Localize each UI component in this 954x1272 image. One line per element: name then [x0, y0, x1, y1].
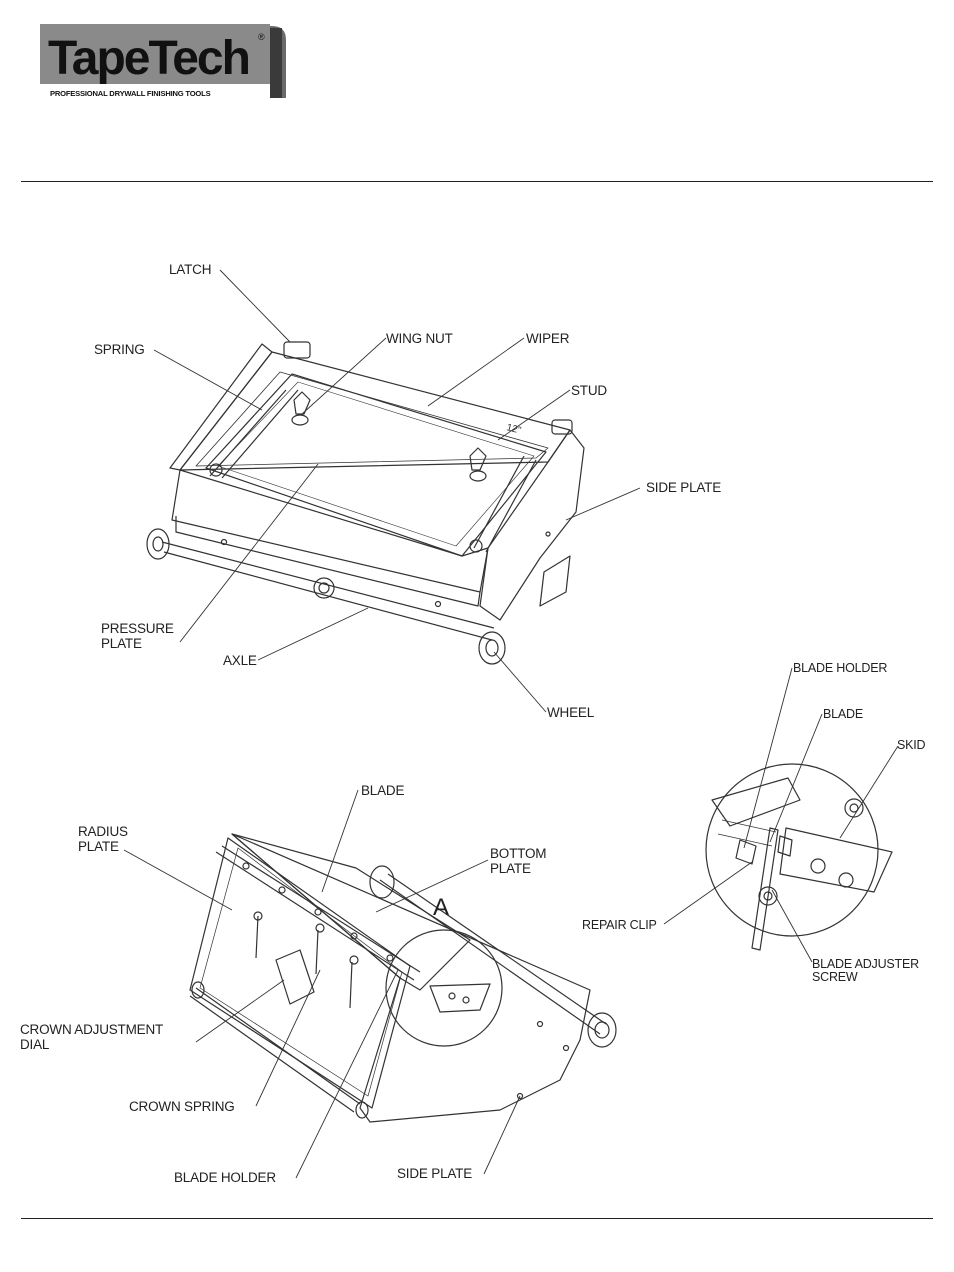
label-detail-blade: BLADE	[823, 707, 863, 722]
label-detail-skid: SKID	[897, 738, 925, 753]
top-assembly-drawing	[147, 342, 584, 664]
size-marking: 12"	[505, 422, 522, 436]
bottom-assembly-drawing	[190, 834, 616, 1122]
label-detail-repair-clip: REPAIR CLIP	[582, 918, 657, 933]
label-crown-spring: CROWN SPRING	[129, 1099, 235, 1114]
detail-marker-a: A	[433, 894, 449, 922]
label-bottom-plate: BOTTOM PLATE	[490, 846, 546, 876]
label-wing-nut: WING NUT	[386, 331, 453, 346]
label-latch: LATCH	[169, 262, 211, 277]
label-blade-bottom: BLADE	[361, 783, 404, 798]
leader-lines	[124, 270, 898, 1178]
label-side-plate-bottom: SIDE PLATE	[397, 1166, 472, 1181]
detail-view-drawing	[706, 764, 892, 950]
label-wiper: WIPER	[526, 331, 569, 346]
label-side-plate-top: SIDE PLATE	[646, 480, 721, 495]
label-radius-plate: RADIUS PLATE	[78, 824, 128, 854]
label-crown-adjustment-dial: CROWN ADJUSTMENT DIAL	[20, 1022, 163, 1052]
label-blade-holder-bottom: BLADE HOLDER	[174, 1170, 276, 1185]
label-spring: SPRING	[94, 342, 145, 357]
label-detail-blade-adjuster-screw: BLADE ADJUSTER SCREW	[812, 958, 919, 984]
label-axle: AXLE	[223, 653, 257, 668]
label-stud: STUD	[571, 383, 607, 398]
label-pressure-plate: PRESSURE PLATE	[101, 621, 174, 651]
label-wheel: WHEEL	[547, 705, 594, 720]
label-detail-blade-holder: BLADE HOLDER	[793, 661, 887, 676]
